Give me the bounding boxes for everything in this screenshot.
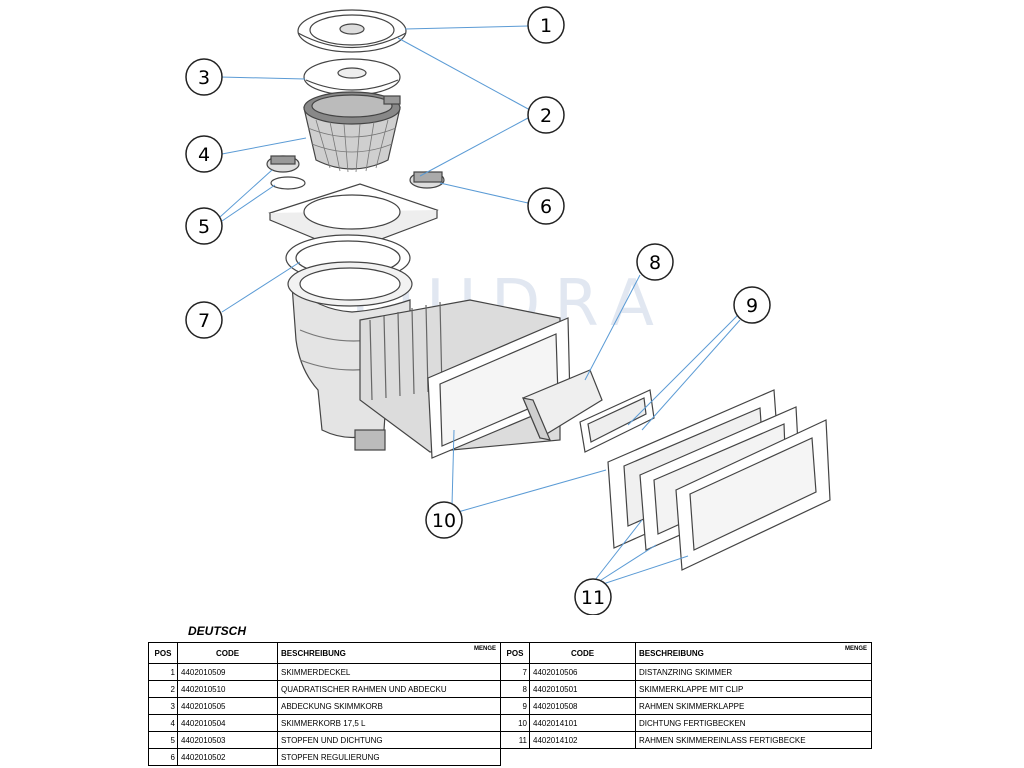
table-row: 6 4402010502 STOPFEN REGULIERUNG: [148, 748, 872, 766]
empty-cell: [530, 749, 636, 766]
pos-cell: 4: [148, 714, 178, 732]
header-desc-right: BESCHREIBUNG MENGE: [635, 642, 872, 664]
pos-cell: 7: [500, 663, 530, 681]
callout-label-6: 6: [540, 196, 552, 218]
code-cell: 4402010505: [177, 697, 278, 715]
desc-cell: DISTANZRING SKIMMER: [635, 663, 872, 681]
part-skimmer-lid: [297, 9, 407, 53]
callout-6: [527, 187, 565, 225]
callout-1: [527, 6, 565, 44]
desc-cell: DICHTUNG FERTIGBECKEN: [635, 714, 872, 732]
part-plug-and-seal: [266, 155, 306, 190]
table-row: 4 4402010504 SKIMMERKORB 17,5 L 10 44020…: [148, 714, 872, 732]
table-row: 2 4402010510 QUADRATISCHER RAHMEN UND AB…: [148, 680, 872, 698]
code-cell: 4402010504: [177, 714, 278, 732]
pos-cell: 9: [500, 697, 530, 715]
pos-cell: 11: [500, 731, 530, 749]
header-desc-text: BESCHREIBUNG: [639, 648, 704, 658]
pos-cell: 5: [148, 731, 178, 749]
callout-label-8: 8: [649, 252, 661, 274]
callout-9: [733, 286, 771, 324]
part-regulating-plug: [409, 171, 445, 189]
code-cell: 4402014101: [529, 714, 636, 732]
callout-5: [185, 207, 223, 245]
callout-2: [527, 96, 565, 134]
callout-label-3: 3: [198, 67, 210, 89]
code-cell: 4402010509: [177, 663, 278, 681]
header-qty-right: MENGE: [844, 646, 867, 652]
pos-cell: 2: [148, 680, 178, 698]
desc-cell: SKIMMERDECKEL: [277, 663, 501, 681]
empty-cell: [636, 749, 872, 766]
header-desc-text: BESCHREIBUNG: [281, 648, 346, 658]
callout-8: [636, 243, 674, 281]
desc-cell: SKIMMERKLAPPE MIT CLIP: [635, 680, 872, 698]
callout-10: [425, 501, 463, 539]
callout-3: [185, 58, 223, 96]
callout-4: [185, 135, 223, 173]
callout-label-7: 7: [198, 310, 210, 332]
parts-table-header: POS CODE BESCHREIBUNG MENGE POS CODE BESC…: [148, 642, 872, 664]
code-cell: 4402010508: [529, 697, 636, 715]
header-code-left: CODE: [177, 642, 278, 664]
code-cell: 4402010503: [177, 731, 278, 749]
code-cell: 4402010501: [529, 680, 636, 698]
desc-cell: STOPFEN REGULIERUNG: [277, 748, 501, 766]
pos-cell: 8: [500, 680, 530, 698]
code-cell: 4402010506: [529, 663, 636, 681]
desc-cell: QUADRATISCHER RAHMEN UND ABDECKU: [277, 680, 501, 698]
callout-label-4: 4: [198, 144, 210, 166]
header-pos-left: POS: [148, 642, 178, 664]
callout-label-11: 11: [581, 587, 605, 609]
desc-cell: RAHMEN SKIMMEREINLASS FERTIGBECKE: [635, 731, 872, 749]
callout-11: [574, 578, 612, 615]
table-row: 1 4402010509 SKIMMERDECKEL 7 4402010506 …: [148, 663, 872, 681]
header-qty-left: MENGE: [473, 646, 496, 652]
part-skimmer-basket: [303, 91, 401, 173]
code-cell: 4402014102: [529, 731, 636, 749]
exploded-parts-diagram: FLUIDRA: [185, 6, 831, 615]
code-cell: 4402010502: [177, 748, 278, 766]
desc-cell: SKIMMERKORB 17,5 L: [277, 714, 501, 732]
callout-label-9: 9: [746, 295, 758, 317]
empty-cell: [501, 749, 530, 766]
leader-lines: [219, 25, 741, 586]
parts-table: POS CODE BESCHREIBUNG MENGE POS CODE BESC…: [148, 642, 872, 766]
part-basket-cover: [303, 58, 401, 96]
desc-cell: ABDECKUNG SKIMMKORB: [277, 697, 501, 715]
pos-cell: 10: [500, 714, 530, 732]
header-desc-left: BESCHREIBUNG MENGE: [277, 642, 501, 664]
callout-7: [185, 301, 223, 339]
callout-label-5: 5: [198, 216, 210, 238]
part-inlet-frames: [607, 389, 831, 571]
table-row: 3 4402010505 ABDECKUNG SKIMMKORB 9 44020…: [148, 697, 872, 715]
callout-label-10: 10: [432, 510, 456, 532]
code-cell: 4402010510: [177, 680, 278, 698]
part-flap-frame: [579, 389, 655, 453]
pos-cell: 6: [148, 748, 178, 766]
header-code-right: CODE: [529, 642, 636, 664]
callout-label-2: 2: [540, 105, 552, 127]
desc-cell: STOPFEN UND DICHTUNG: [277, 731, 501, 749]
pos-cell: 1: [148, 663, 178, 681]
header-pos-right: POS: [500, 642, 530, 664]
language-heading: DEUTSCH: [188, 624, 247, 638]
pos-cell: 3: [148, 697, 178, 715]
table-row: 5 4402010503 STOPFEN UND DICHTUNG 11 440…: [148, 731, 872, 749]
part-skimmer-flap: [522, 369, 603, 441]
callout-label-1: 1: [540, 15, 552, 37]
desc-cell: RAHMEN SKIMMERKLAPPE: [635, 697, 872, 715]
